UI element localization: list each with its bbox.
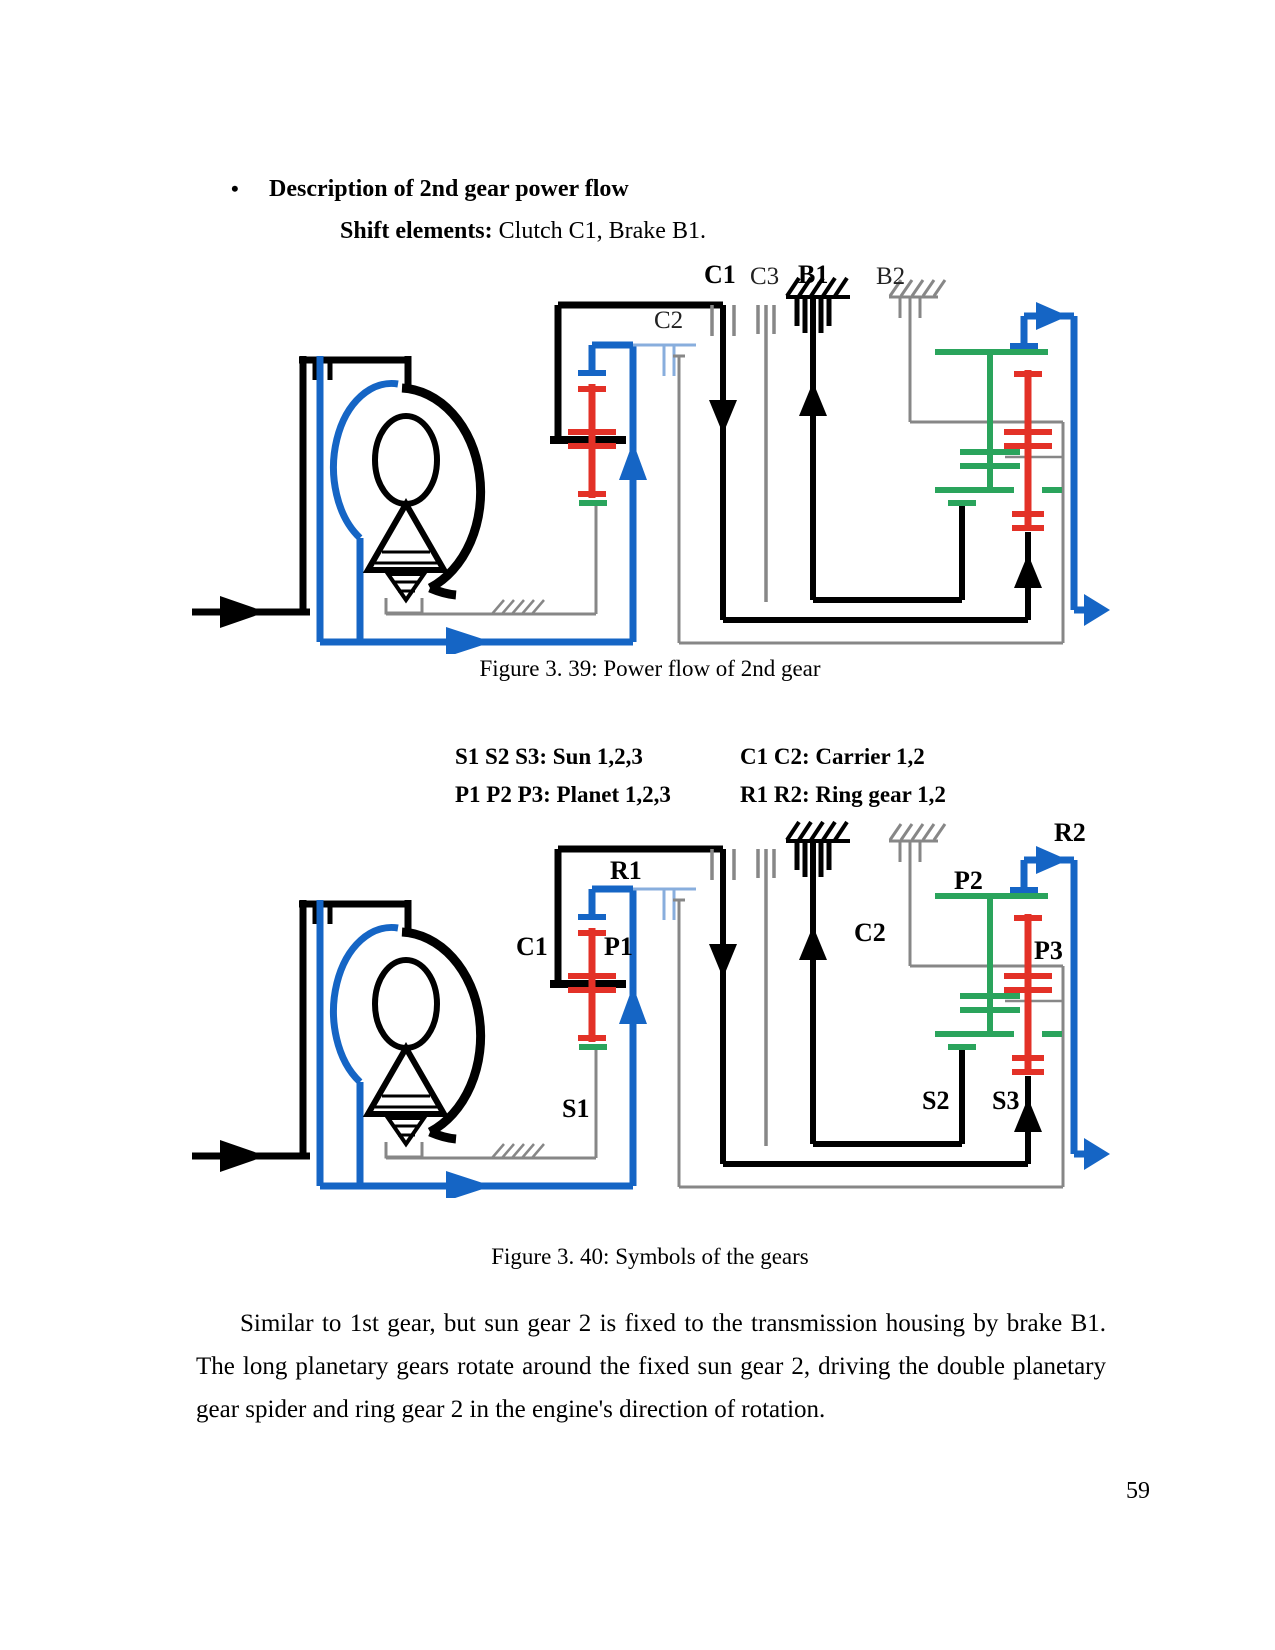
label-ring2: R2: [1054, 818, 1086, 847]
section-heading: • Description of 2nd gear power flow: [231, 176, 629, 203]
body-paragraph: Similar to 1st gear, but sun gear 2 is f…: [196, 1310, 1106, 1423]
label-clutch-c2: C2: [654, 307, 684, 334]
label-planet3: P3: [1034, 936, 1063, 965]
ring2-output-path: [1010, 302, 1110, 626]
label-clutch-c3: C3: [750, 263, 780, 290]
clutch-c2: [633, 343, 696, 643]
planetary-gearset2-green: [935, 349, 1062, 493]
clutch-c3: [756, 305, 776, 602]
brake-b1: [785, 820, 976, 1147]
legend-sun: S1 S2 S3: Sun 1,2,3: [455, 744, 643, 769]
figure-39: C1 C3 B1 B2 C2: [190, 252, 1110, 657]
shift-elements-value: Clutch C1, Brake B1.: [492, 218, 706, 244]
planetary-gearset2-green: [935, 893, 1062, 1037]
turbine-output-path: [316, 341, 647, 657]
planet3-gearset: [1004, 914, 1052, 1075]
planet1-gearset: [568, 384, 616, 498]
clutch-c3: [756, 849, 776, 1146]
sun1-ground-shaft: [386, 1044, 607, 1160]
label-carrier1: C1: [516, 932, 548, 961]
carrier1-path: [550, 845, 1042, 1167]
figure-39-caption: Figure 3. 39: Power flow of 2nd gear: [479, 656, 821, 681]
page-number: 59: [1126, 1478, 1150, 1504]
torque-converter: [299, 900, 486, 1186]
shift-elements-line: Shift elements: Clutch C1, Brake B1.: [340, 218, 706, 245]
gear-symbols-diagram-svg: [192, 820, 1110, 1201]
label-planet2: P2: [954, 866, 983, 895]
label-planet1: P1: [604, 932, 633, 961]
page-title: Description of 2nd gear power flow: [269, 176, 629, 202]
input-shaft: [192, 356, 310, 628]
torque-converter: [299, 356, 486, 642]
label-sun1: S1: [562, 1094, 590, 1123]
label-brake-b2: B2: [876, 263, 906, 290]
clutch-c1-path: [550, 301, 1042, 623]
legend-planet: P1 P2 P3: Planet 1,2,3: [455, 782, 671, 807]
label-carrier2: C2: [854, 918, 886, 947]
planet3-gearset: [1004, 370, 1052, 531]
label-brake-b1: B1: [798, 260, 829, 289]
clutch-c2: [633, 887, 696, 1187]
legend-carrier: C1 C2: Carrier 1,2: [740, 744, 925, 769]
label-clutch-c1: C1: [704, 260, 736, 289]
ring1-turbine-path: [316, 885, 647, 1201]
figure-40: R1 C1 P1 S1 C2 P2 P3 S2 S3 R2: [190, 796, 1110, 1201]
powerflow-diagram-svg: [192, 276, 1110, 657]
legend-ring: R1 R2: Ring gear 1,2: [740, 782, 946, 807]
input-shaft: [192, 900, 310, 1172]
label-sun2: S2: [922, 1086, 950, 1115]
brake-b2: [679, 823, 1065, 1189]
ring2-output-path: [1010, 846, 1110, 1170]
label-ring1: R1: [610, 856, 642, 885]
brake-b1: [785, 276, 976, 603]
bullet-marker: •: [231, 176, 239, 201]
planet1-gearset: [568, 928, 616, 1042]
label-sun3: S3: [992, 1086, 1020, 1115]
figure-40-caption: Figure 3. 40: Symbols of the gears: [491, 1244, 809, 1269]
brake-b2: [679, 279, 1065, 645]
sun1-ground-shaft: [386, 500, 607, 616]
shift-elements-label: Shift elements:: [340, 218, 493, 244]
